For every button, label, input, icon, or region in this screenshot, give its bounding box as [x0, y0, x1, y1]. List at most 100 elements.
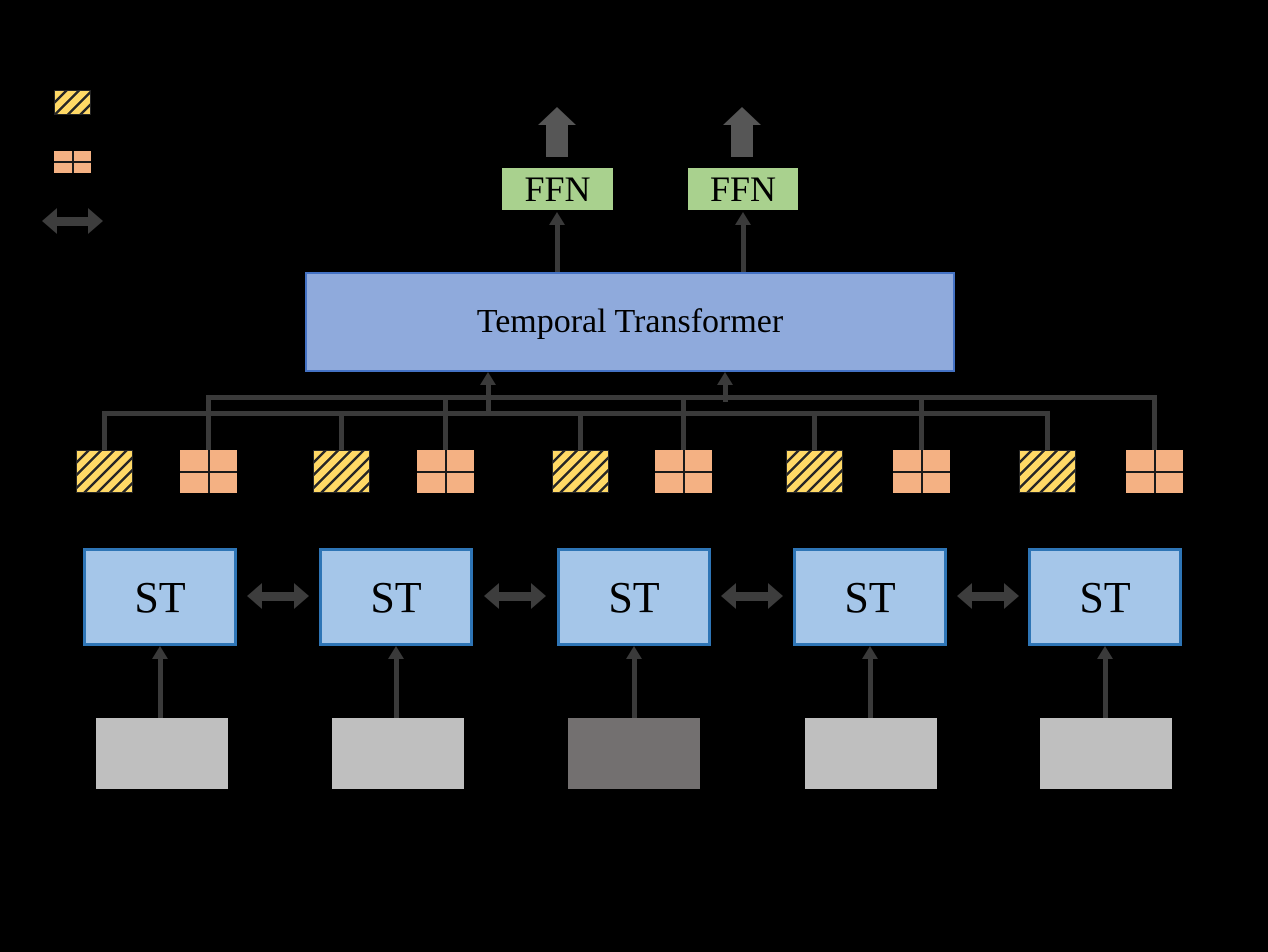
arrow-stem: [631, 656, 637, 718]
hatched-token: [313, 450, 370, 493]
double-arrow-bar: [55, 216, 90, 226]
lower-bus-to-transformer-arrow-icon: [479, 372, 497, 416]
double-arrow-bar: [970, 591, 1006, 601]
token-stem: [681, 397, 686, 450]
grid-cell: [54, 151, 72, 161]
temporal-transformer-box: Temporal Transformer: [305, 272, 955, 372]
arrow-stem: [867, 656, 873, 718]
token-stem: [919, 397, 924, 450]
arrowhead-right: [1004, 583, 1019, 609]
legend-hatched-token-swatch-icon: [54, 90, 91, 115]
arrowhead-left: [484, 583, 499, 609]
st-message-passing-arrow-icon: [957, 583, 1019, 609]
grid-cell: [73, 163, 91, 173]
arrowhead-right: [531, 583, 546, 609]
token-stem: [812, 413, 817, 450]
grid-token: [1126, 450, 1183, 493]
arrow-stem: [546, 124, 568, 157]
grid-token: [180, 450, 237, 493]
arrowhead-left: [42, 208, 57, 234]
output-arrow-icon: [723, 107, 761, 157]
double-arrow-bar: [260, 591, 296, 601]
ffn-label: FFN: [709, 169, 777, 209]
arrowhead-up: [152, 646, 168, 659]
grid-token: [417, 450, 474, 493]
arrowhead-up: [480, 372, 496, 385]
arrowhead-right: [88, 208, 103, 234]
grid-token: [655, 450, 712, 493]
arrowhead-up: [1097, 646, 1113, 659]
frame-to-st-arrow-icon: [1096, 646, 1114, 718]
arrowhead-left: [247, 583, 262, 609]
arrow-stem: [722, 382, 728, 402]
upper-bus-to-transformer-arrow-icon: [716, 372, 734, 402]
token-stem: [443, 397, 448, 450]
arrowhead-up: [717, 372, 733, 385]
ffn-label: FFN: [524, 169, 591, 209]
frame-box: [805, 718, 937, 789]
arrowhead-up: [388, 646, 404, 659]
arrowhead-up: [549, 212, 565, 225]
grid-cell: [54, 163, 72, 173]
arrow-stem: [157, 656, 163, 718]
legend-double-arrow-icon: [42, 208, 103, 234]
st-label: ST: [1079, 572, 1131, 622]
hatched-token: [1019, 450, 1076, 493]
st-message-passing-arrow-icon: [484, 583, 546, 609]
hatched-token: [552, 450, 609, 493]
frame-box: [332, 718, 464, 789]
st-box: ST: [83, 548, 237, 646]
st-box: ST: [1028, 548, 1182, 646]
ffn-box: FFN: [688, 168, 798, 210]
grid-token: [893, 450, 950, 493]
arrowhead-up: [626, 646, 642, 659]
frame-to-st-arrow-icon: [387, 646, 405, 718]
arrowhead-left: [957, 583, 972, 609]
st-label: ST: [844, 572, 896, 622]
hatched-token: [786, 450, 843, 493]
st-label: ST: [370, 572, 422, 622]
frame-to-st-arrow-icon: [625, 646, 643, 718]
double-arrow-bar: [497, 591, 533, 601]
arrowhead-up: [723, 107, 761, 125]
frame-to-st-arrow-icon: [861, 646, 879, 718]
arrowhead-left: [721, 583, 736, 609]
arrow-stem: [554, 222, 560, 272]
arrowhead-right: [768, 583, 783, 609]
token-stem: [578, 413, 583, 450]
token-stem: [102, 413, 107, 450]
ffn-box: FFN: [502, 168, 613, 210]
st-message-passing-arrow-icon: [247, 583, 309, 609]
token-stem: [1045, 413, 1050, 450]
arrow-stem: [393, 656, 399, 718]
arrowhead-up: [735, 212, 751, 225]
arrow-stem: [731, 124, 753, 157]
temporal-transformer-label: Temporal Transformer: [476, 303, 784, 340]
legend-grid-token-swatch-icon: [54, 151, 91, 173]
arrowhead-up: [538, 107, 576, 125]
grid-cell: [73, 151, 91, 161]
transformer-to-ffn-arrow-icon: [548, 212, 566, 272]
hatched-token: [76, 450, 133, 493]
token-stem: [339, 413, 344, 450]
st-label: ST: [608, 572, 660, 622]
st-box: ST: [793, 548, 947, 646]
token-stem: [1152, 397, 1157, 450]
arrow-stem: [740, 222, 746, 272]
double-arrow-bar: [734, 591, 770, 601]
arrow-stem: [1102, 656, 1108, 718]
st-box: ST: [319, 548, 473, 646]
st-label: ST: [134, 572, 186, 622]
arrowhead-right: [294, 583, 309, 609]
output-arrow-icon: [538, 107, 576, 157]
arrowhead-up: [862, 646, 878, 659]
st-box: ST: [557, 548, 711, 646]
frame-box: [96, 718, 228, 789]
token-stem: [206, 397, 211, 450]
frame-to-st-arrow-icon: [151, 646, 169, 718]
lower-bus-line: [102, 411, 1050, 416]
st-message-passing-arrow-icon: [721, 583, 783, 609]
frame-box: [1040, 718, 1172, 789]
frame-box-highlighted: [568, 718, 700, 789]
